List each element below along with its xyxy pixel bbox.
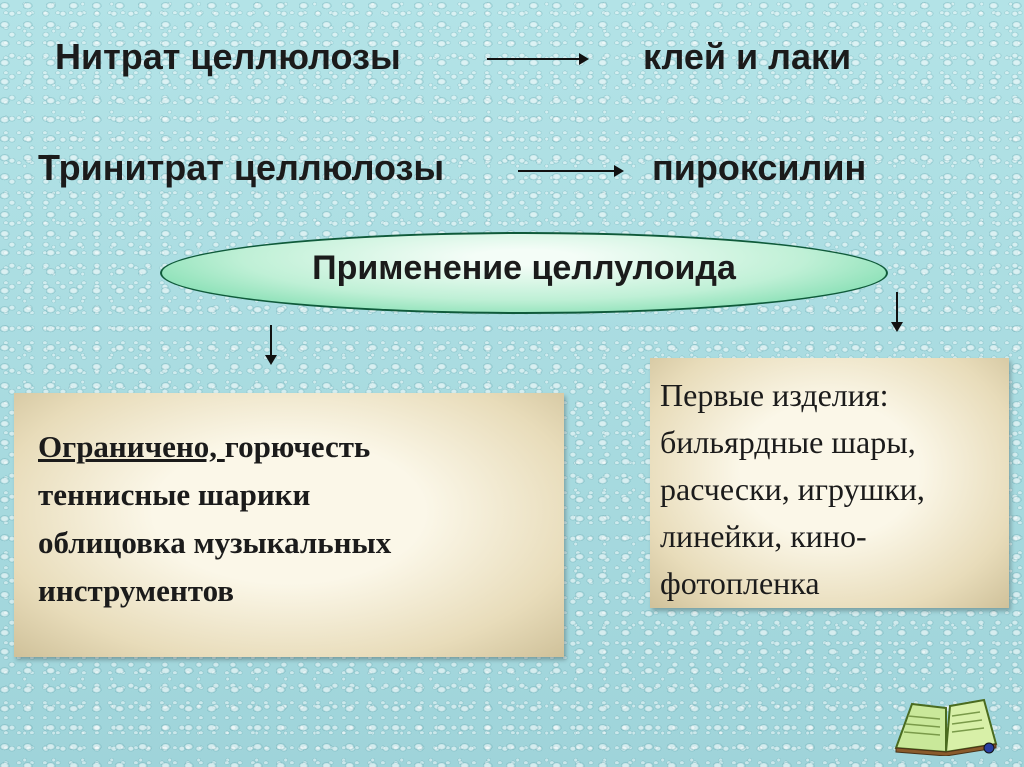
arrow-1 bbox=[487, 53, 589, 65]
limited-label: Ограничено, bbox=[38, 429, 225, 464]
arrow-2 bbox=[518, 165, 624, 177]
book-icon[interactable] bbox=[892, 694, 1000, 756]
down-arrow-left bbox=[265, 325, 277, 365]
box-left-line: инструментов bbox=[38, 573, 235, 608]
pyroxylin-label: пироксилин bbox=[652, 147, 867, 188]
glue-lacquer-label: клей и лаки bbox=[643, 36, 852, 77]
box-right-line: Первые изделия: bbox=[660, 377, 889, 413]
first-products-box: Первые изделия: бильярдные шары, расческ… bbox=[650, 358, 1009, 608]
box-right-line: фотопленка bbox=[660, 565, 820, 601]
box-right-line: расчески, игрушки, bbox=[660, 471, 925, 507]
celluloid-ellipse: Применение целлулоида bbox=[160, 232, 888, 314]
flammability-text: горючесть bbox=[224, 429, 371, 464]
box-right-line: линейки, кино- bbox=[660, 518, 867, 554]
limited-uses-box: Ограничено, горючесть теннисные шарики о… bbox=[14, 393, 564, 657]
nitrate-label: Нитрат целлюлозы bbox=[55, 36, 401, 77]
ellipse-title: Применение целлулоида bbox=[312, 248, 736, 287]
down-arrow-right bbox=[891, 292, 903, 332]
box-right-line: бильярдные шары, bbox=[660, 424, 916, 460]
box-left-line: теннисные шарики bbox=[38, 477, 311, 512]
box-left-line: облицовка музыкальных bbox=[38, 525, 392, 560]
trinitrate-label: Тринитрат целлюлозы bbox=[38, 147, 445, 188]
